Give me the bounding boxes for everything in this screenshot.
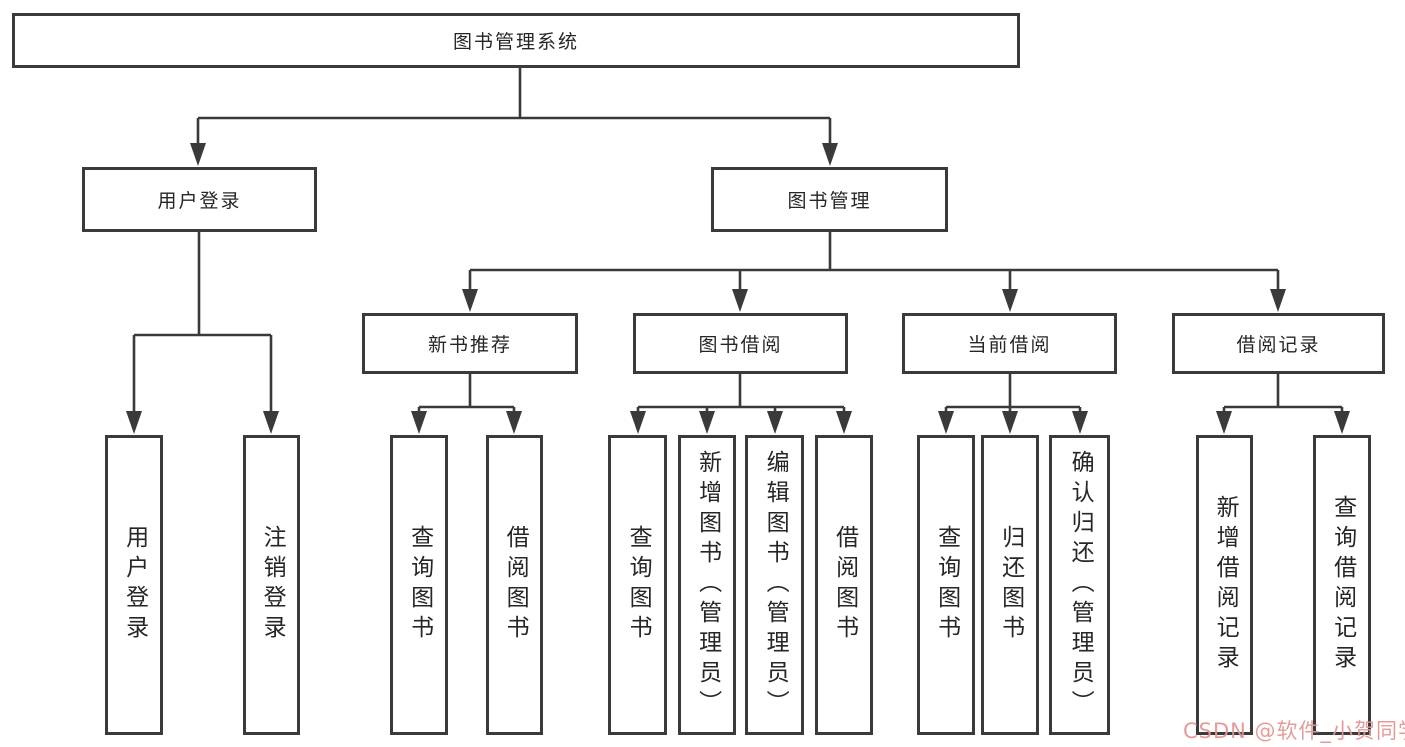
leaf-user-login: 用户登录 [105, 435, 163, 735]
leaf-label: 查询图书 [625, 525, 652, 645]
leaf-label: 新增借阅记录 [1212, 495, 1239, 675]
leaf-label: 借阅图书 [502, 525, 529, 645]
leaf-label: 用户登录 [121, 525, 148, 645]
node-current-borrowing: 当前借阅 [902, 313, 1117, 374]
leaf-label: 借阅图书 [831, 525, 858, 645]
leaf-label: 注销登录 [259, 525, 286, 645]
leaf-label: 查询借阅记录 [1329, 495, 1356, 675]
node-new-book-recommend: 新书推荐 [362, 313, 578, 374]
leaf-label: 归还图书 [997, 525, 1024, 645]
leaf-current-query-books: 查询图书 [917, 435, 975, 735]
leaf-borrow-edit-books-admin: 编辑图书（管理员） [745, 435, 804, 735]
leaf-current-confirm-return-admin: 确认归还（管理员） [1049, 435, 1110, 735]
leaf-label: 确认归还（管理员） [1067, 450, 1094, 720]
leaf-label: 查询图书 [933, 525, 960, 645]
leaf-label: 查询图书 [406, 525, 433, 645]
leaf-current-return-books: 归还图书 [981, 435, 1039, 735]
csdn-watermark: CSDN @软件_小贺同学 [1183, 719, 1405, 743]
leaf-borrow-query-books: 查询图书 [608, 435, 667, 735]
node-user-login: 用户登录 [82, 167, 317, 232]
leaf-borrow-borrow-books: 借阅图书 [815, 435, 873, 735]
node-book-management: 图书管理 [711, 167, 948, 232]
leaf-recommend-query-books: 查询图书 [390, 435, 448, 735]
leaf-logout: 注销登录 [243, 435, 300, 735]
node-borrowing-records: 借阅记录 [1172, 313, 1385, 374]
node-root-system: 图书管理系统 [12, 13, 1020, 68]
node-book-borrowing: 图书借阅 [633, 313, 848, 374]
leaf-records-query-record: 查询借阅记录 [1313, 435, 1371, 735]
leaf-recommend-borrow-books: 借阅图书 [486, 435, 543, 735]
leaf-label: 新增图书（管理员） [694, 450, 721, 720]
leaf-records-add-record: 新增借阅记录 [1196, 435, 1253, 735]
leaf-borrow-add-books-admin: 新增图书（管理员） [678, 435, 736, 735]
leaf-label: 编辑图书（管理员） [762, 450, 789, 720]
